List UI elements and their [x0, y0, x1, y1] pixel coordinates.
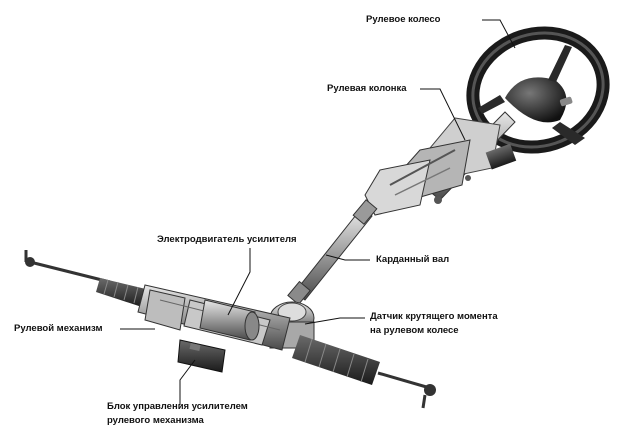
label-steering-wheel: Рулевое колесо [366, 14, 441, 25]
leader-steering-wheel [482, 19, 516, 49]
label-torque-sensor-1: Датчик крутящего момента [370, 311, 498, 322]
motor-drawing [199, 299, 260, 341]
steering-column-drawing [364, 111, 517, 216]
label-control-unit-1: Блок управления усилителем [107, 401, 248, 412]
leader-cardan [325, 254, 370, 261]
control-unit-drawing [177, 339, 226, 373]
left-boot-drawing [96, 278, 150, 308]
label-torque-sensor-2: на рулевом колесе [370, 325, 459, 336]
leader-motor [227, 248, 251, 316]
label-motor: Электродвигатель усилителя [157, 234, 297, 245]
label-cardan-shaft: Карданный вал [376, 254, 450, 265]
label-control-unit-2: рулевого механизма [107, 415, 204, 426]
label-steering-column: Рулевая колонка [327, 83, 407, 94]
steering-wheel-drawing [466, 26, 610, 154]
cardan-shaft-drawing [287, 199, 378, 306]
leader-lines [120, 19, 516, 405]
right-boot-drawing [292, 335, 380, 385]
leader-torque-sensor [304, 317, 365, 325]
leader-control-unit [179, 359, 196, 405]
leader-steering-column [420, 88, 466, 141]
label-steering-gear: Рулевой механизм [14, 323, 103, 334]
